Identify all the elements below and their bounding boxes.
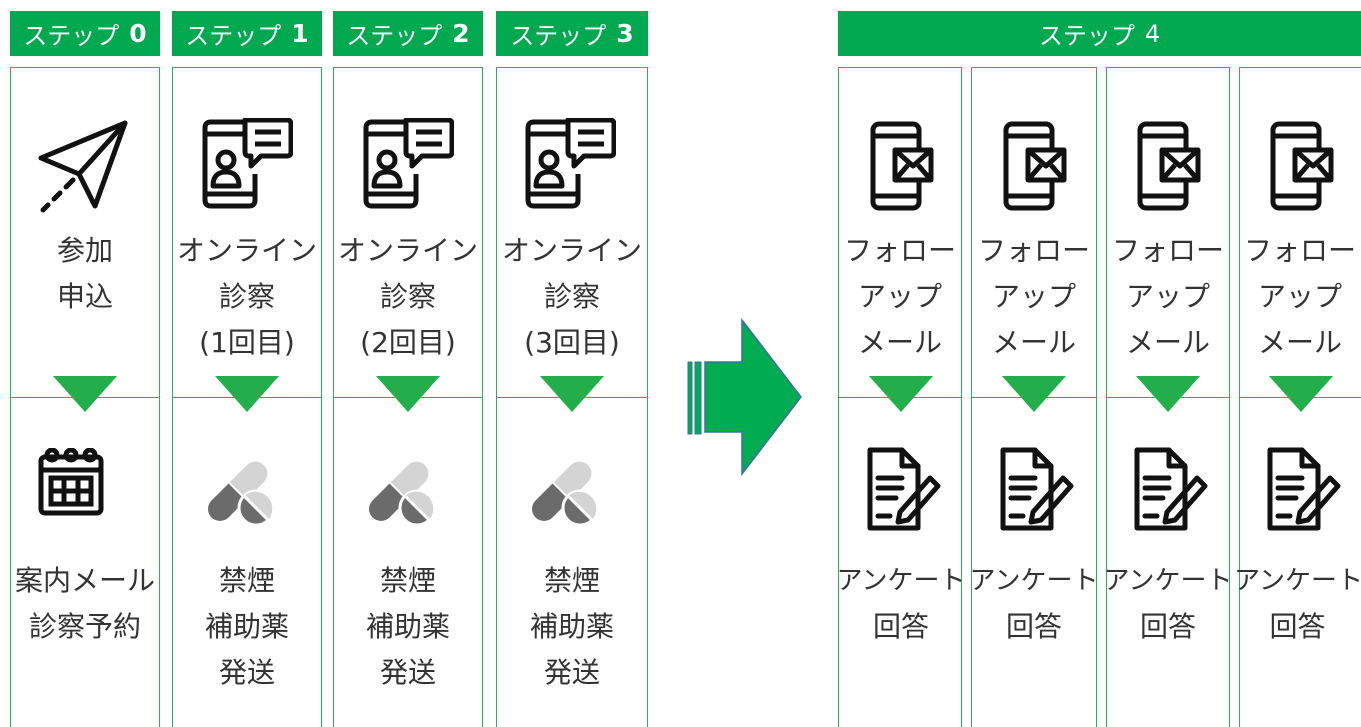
step-3-header: ステップ 3: [496, 11, 648, 56]
pill-capsule-icon: [369, 461, 436, 527]
calendar-icon: [38, 448, 104, 516]
phone-chat-icon: [202, 118, 293, 209]
label-line: 禁煙: [543, 564, 600, 597]
label-line: 発送: [543, 656, 600, 689]
label-line: アップ: [1125, 280, 1210, 313]
phone-mail-icon: [870, 121, 934, 211]
label-line: 案内メール: [14, 564, 155, 597]
step-number: 0: [129, 19, 147, 48]
label-line: アップ: [991, 280, 1076, 313]
label-line: 回答: [1005, 610, 1062, 643]
down-triangle-icon: [540, 376, 604, 412]
label-line: フォロー: [1243, 234, 1356, 267]
label-line: メール: [991, 326, 1076, 359]
step-2-header: ステップ 2: [333, 11, 483, 56]
label-line: 参加: [56, 234, 113, 267]
step-number: 3: [616, 19, 634, 48]
label-line: 発送: [218, 656, 275, 689]
down-triangle-icon: [53, 376, 117, 412]
step-1-bottom-label: 禁煙 補助薬 発送: [172, 558, 322, 696]
phone-mail-icon: [1137, 121, 1201, 211]
down-triangle-icon: [1002, 376, 1066, 412]
label-line: 診察: [218, 280, 275, 313]
label-line: 禁煙: [379, 564, 436, 597]
followup-4-top-label: フォロー アップ メール: [1239, 228, 1361, 366]
label-line: フォロー: [843, 234, 956, 267]
label-line: (2回目): [360, 326, 456, 359]
label-line: 発送: [379, 656, 436, 689]
label-line: (1回目): [199, 326, 295, 359]
down-triangle-icon: [1136, 376, 1200, 412]
label-line: 回答: [1139, 610, 1196, 643]
pill-capsule-icon: [208, 461, 275, 527]
label-line: 補助薬: [529, 610, 614, 643]
label-line: メール: [1257, 326, 1342, 359]
step-1-top-label: オンライン 診察 (1回目): [172, 228, 322, 366]
step-label: ステップ: [185, 22, 282, 50]
label-line: メール: [1125, 326, 1210, 359]
label-line: オンライン: [337, 234, 478, 267]
followup-2-bottom-label: アンケート 回答: [967, 558, 1101, 650]
label-line: アンケート: [1103, 566, 1233, 596]
label-line: アンケート: [969, 566, 1099, 596]
label-line: オンライン: [501, 234, 642, 267]
document-pen-icon: [1000, 447, 1074, 531]
followup-3-bottom-label: アンケート 回答: [1101, 558, 1235, 650]
followup-4-bottom-label: アンケート 回答: [1234, 558, 1361, 650]
label-line: 診察: [543, 280, 600, 313]
step-3-bottom-label: 禁煙 補助薬 発送: [496, 558, 648, 696]
followup-1-top-label: フォロー アップ メール: [838, 228, 962, 366]
followup-1-bottom-label: アンケート 回答: [834, 558, 968, 650]
label-line: 申込: [56, 280, 113, 313]
step-label: ステップ: [23, 22, 120, 50]
label-line: 補助薬: [365, 610, 450, 643]
down-triangle-icon: [869, 376, 933, 412]
step-3-top-label: オンライン 診察 (3回目): [496, 228, 648, 366]
step-4-header: ステップ 4: [838, 11, 1361, 56]
document-pen-icon: [1267, 447, 1341, 531]
followup-2-top-label: フォロー アップ メール: [971, 228, 1097, 366]
label-line: フォロー: [977, 234, 1090, 267]
label-line: 回答: [1269, 610, 1326, 643]
step-number: 1: [291, 19, 309, 48]
label-line: 回答: [872, 610, 929, 643]
phone-chat-icon: [525, 118, 616, 209]
step-1-header: ステップ 1: [172, 11, 322, 56]
step-number: 2: [452, 19, 470, 48]
pill-capsule-icon: [532, 461, 599, 527]
step-label: ステップ: [1038, 22, 1135, 50]
step-number: 4: [1144, 19, 1161, 48]
label-line: (3回目): [524, 326, 620, 359]
down-triangle-icon: [376, 376, 440, 412]
label-line: アンケート: [1234, 566, 1361, 596]
step-2-top-label: オンライン 診察 (2回目): [333, 228, 483, 366]
step-0-top-label: 参加 申込: [10, 228, 160, 320]
right-arrow-icon: [687, 318, 802, 476]
label-line: オンライン: [176, 234, 317, 267]
phone-chat-icon: [363, 118, 454, 209]
step-2-bottom-label: 禁煙 補助薬 発送: [333, 558, 483, 696]
down-triangle-icon: [215, 376, 279, 412]
document-pen-icon: [867, 447, 941, 531]
step-label: ステップ: [510, 22, 607, 50]
label-line: メール: [857, 326, 942, 359]
label-line: アップ: [857, 280, 942, 313]
label-line: 禁煙: [218, 564, 275, 597]
paper-plane-icon: [38, 120, 128, 213]
step-0-bottom-label: 案内メール 診察予約: [0, 558, 170, 650]
label-line: 診察予約: [28, 610, 141, 643]
down-triangle-icon: [1269, 376, 1333, 412]
step-label: ステップ: [346, 22, 443, 50]
label-line: アップ: [1257, 280, 1342, 313]
phone-mail-icon: [1270, 121, 1334, 211]
label-line: フォロー: [1111, 234, 1224, 267]
label-line: 診察: [379, 280, 436, 313]
phone-mail-icon: [1003, 121, 1067, 211]
step-0-header: ステップ 0: [10, 11, 160, 56]
label-line: 補助薬: [204, 610, 289, 643]
label-line: アンケート: [836, 566, 966, 596]
followup-3-top-label: フォロー アップ メール: [1106, 228, 1230, 366]
document-pen-icon: [1134, 447, 1208, 531]
